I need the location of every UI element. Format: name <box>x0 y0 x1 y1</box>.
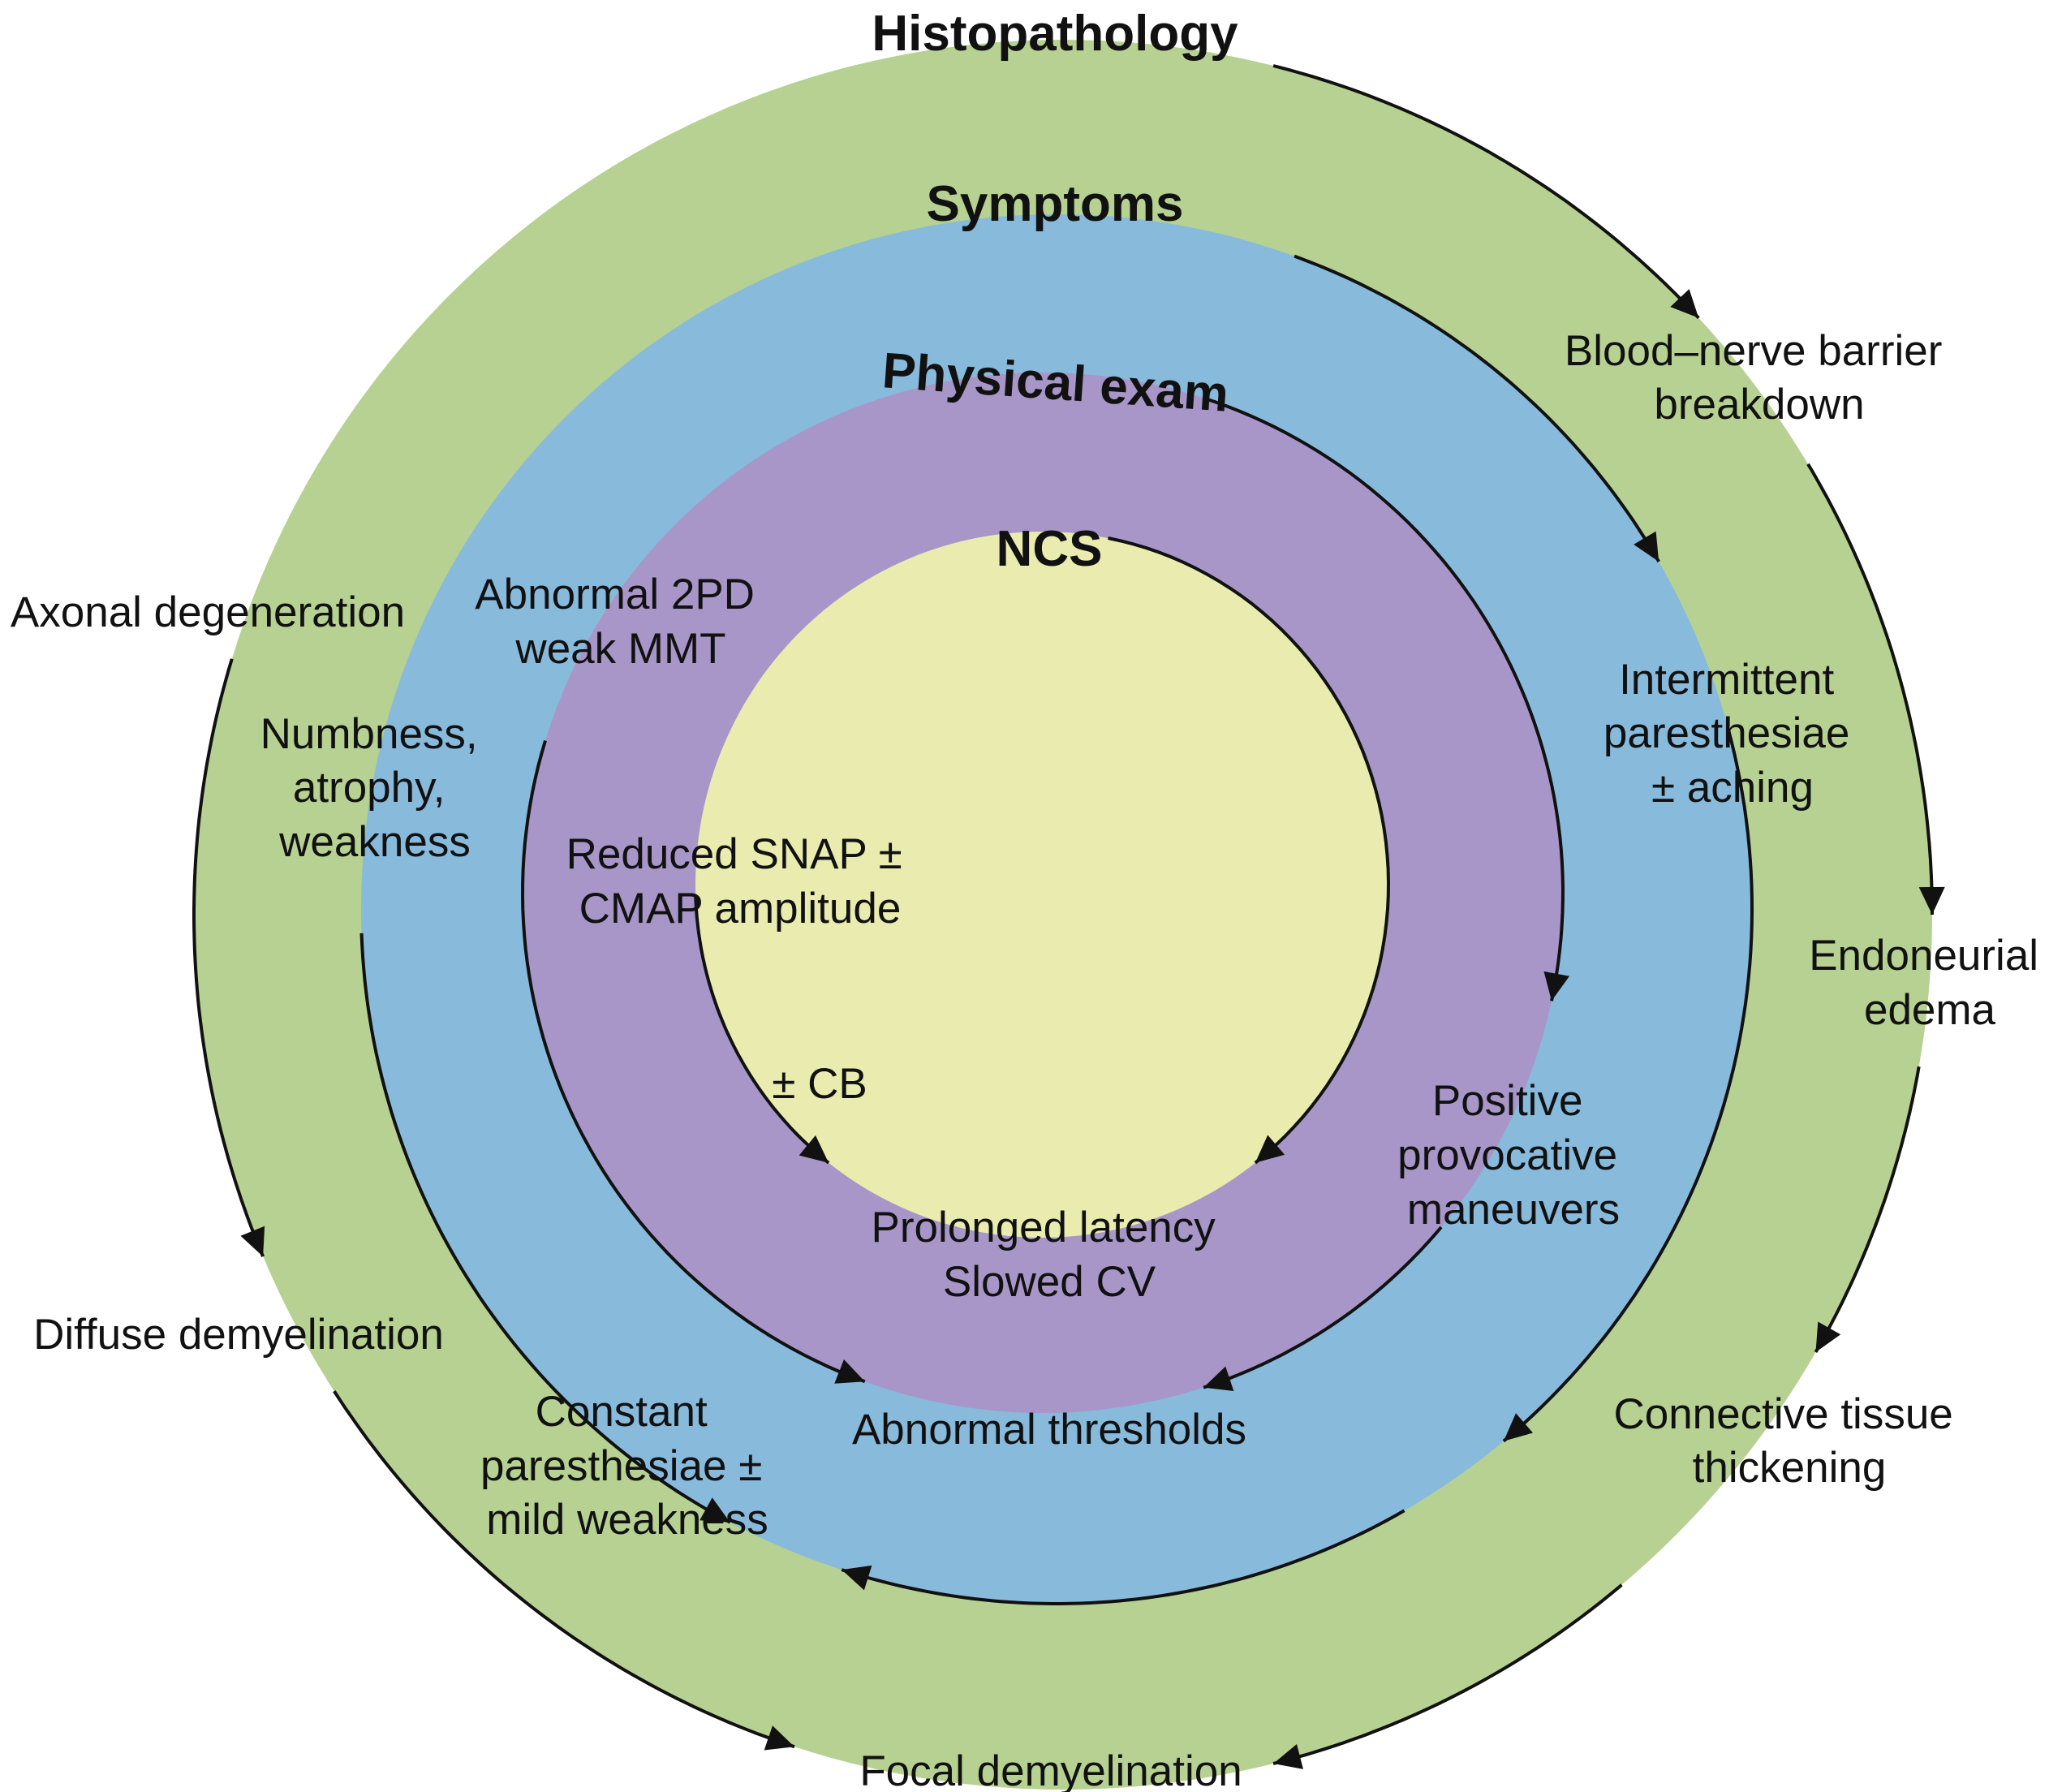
label-constant-paresthesiae: Constant paresthesiae ± mild weakness <box>480 1388 774 1544</box>
arc-symptoms-3 <box>841 1509 1405 1605</box>
label-connective-tissue-thickening: Connective tissue thickening <box>1613 1390 1965 1492</box>
label-diffuse-demyelination: Diffuse demyelination <box>33 1311 444 1359</box>
label-reduced-snap-cmap-amplitude: Reduced SNAP ± CMAP amplitude <box>566 830 915 933</box>
arc-histopathology-1 <box>1272 64 1700 320</box>
label-endoneurial-edema: Endoneurial edema <box>1809 932 2049 1034</box>
arrowhead-icon <box>240 1226 265 1257</box>
arrowhead-icon <box>764 1725 794 1751</box>
arrowhead-icon <box>1634 531 1659 562</box>
arc-histopathology-4 <box>1272 1583 1623 1765</box>
arc-histopathology-6 <box>192 658 265 1257</box>
arc-physical-exam-3 <box>520 740 866 1384</box>
arrowhead-icon <box>799 1135 829 1163</box>
arc-physical-exam-2 <box>1203 1226 1443 1389</box>
arrowhead-icon <box>842 1565 872 1591</box>
arrowhead-icon <box>1543 971 1569 1002</box>
label-focal-demyelination: Focal demyelination <box>859 1747 1242 1792</box>
arc-ncs-1 <box>1108 536 1391 1165</box>
arrowhead-icon <box>834 1359 865 1384</box>
arc-symptoms-4 <box>359 933 731 1524</box>
arc-symptoms-2 <box>1502 729 1754 1443</box>
label-positive-provocative-maneuvers: Positive provocative maneuvers <box>1397 1077 1629 1234</box>
arc-histopathology-5 <box>333 1390 795 1749</box>
arrowhead-icon <box>1255 1135 1285 1163</box>
arrowhead-icon <box>1273 1744 1303 1769</box>
arrowhead-icon <box>1815 1321 1841 1352</box>
arrowhead-icon <box>1503 1413 1533 1441</box>
arc-histopathology-2 <box>1806 463 1934 915</box>
label-numbness-atrophy-weakness: Numbness, atrophy, weakness <box>260 710 490 866</box>
ring-ncs <box>695 532 1388 1238</box>
arc-ncs-2 <box>694 897 830 1165</box>
ring-title-symptoms: Symptoms <box>927 176 1184 232</box>
arrowhead-icon <box>1670 289 1699 318</box>
ring-title-ncs: NCS <box>997 521 1103 577</box>
arrowhead-icon <box>1203 1366 1234 1391</box>
label-blood-nerve-barrier-breakdown: Blood–nerve barrier breakdown <box>1565 327 1954 429</box>
arc-symptoms-1 <box>1294 254 1660 563</box>
label-abnormal-thresholds: Abnormal thresholds <box>852 1406 1246 1454</box>
ring-title-histopathology: Histopathology <box>872 6 1238 62</box>
arrowhead-icon <box>1918 886 1945 915</box>
label-intermittent-paresthesiae: Intermittent paresthesiae ± aching <box>1603 656 1862 812</box>
arrowhead-icon <box>700 1497 730 1523</box>
label-axonal-degeneration: Axonal degeneration <box>11 588 405 636</box>
progression-arrows <box>192 64 1945 1769</box>
arc-histopathology-3 <box>1814 1066 1921 1353</box>
label-abnormal-2pd-weak-mmt: Abnormal 2PD weak MMT <box>475 571 766 673</box>
arc-physical-exam-1 <box>1203 396 1565 1002</box>
label-conduction-block: ± CB <box>772 1060 867 1108</box>
label-prolonged-latency-slowed-cv: Prolonged latency Slowed CV <box>871 1204 1227 1306</box>
